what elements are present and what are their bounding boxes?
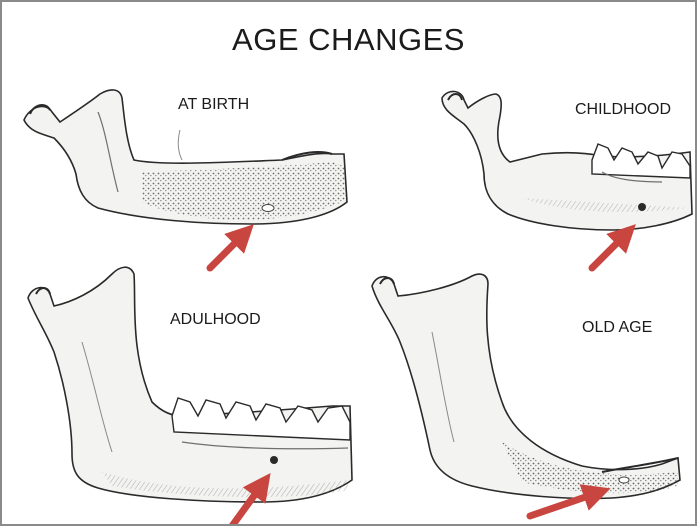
arrow-at-birth bbox=[210, 232, 246, 268]
mandible-childhood bbox=[442, 91, 692, 230]
childhood-mental-foramen bbox=[638, 203, 646, 211]
childhood-teeth bbox=[592, 144, 690, 178]
adulthood-teeth bbox=[172, 398, 350, 440]
adulthood-bone-outline bbox=[28, 267, 352, 502]
adulthood-mental-foramen bbox=[270, 456, 278, 464]
arrow-childhood bbox=[592, 232, 628, 268]
mandible-adulthood bbox=[28, 267, 352, 502]
mandible-old-age bbox=[372, 274, 680, 498]
mandible-at-birth bbox=[24, 90, 347, 224]
